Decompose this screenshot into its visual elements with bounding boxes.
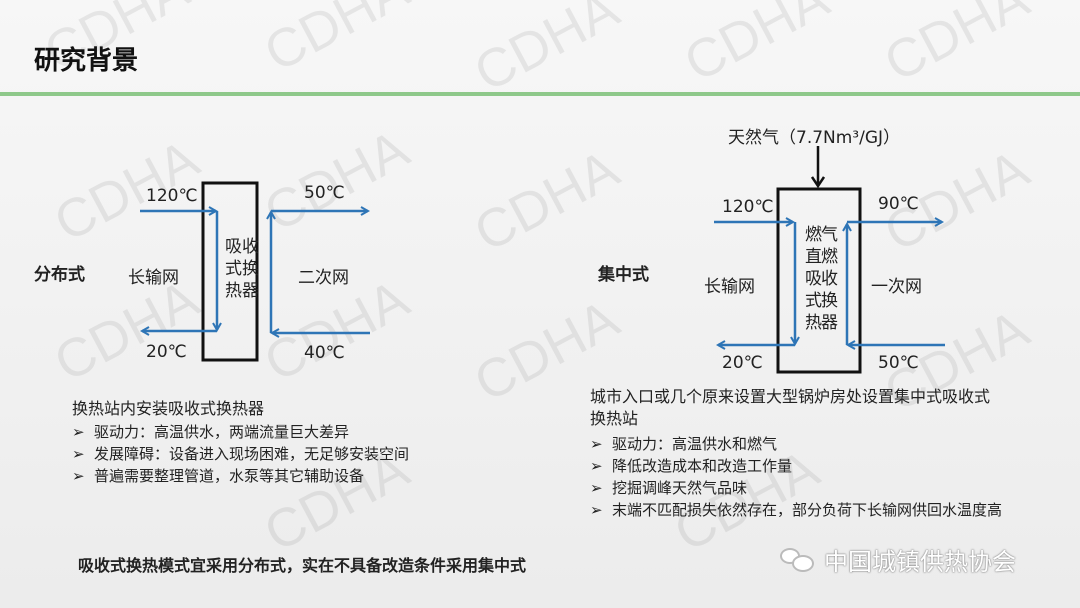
list-item: ➢发展障碍：设备进入现场困难，无足够安装空间 [72, 445, 410, 463]
distributed-label: 分布式 [34, 265, 85, 285]
conclusion: 吸收式换热模式宜采用分布式，实在不具备改造条件采用集中式 [78, 556, 527, 575]
temp-out: 20℃ [722, 353, 763, 373]
gas-label: 天然气（7.7Nm³/GJ） [728, 128, 901, 148]
temp-in: 120℃ [146, 186, 198, 206]
temp-sec-out: 90℃ [878, 194, 919, 214]
list-item: ➢挖掘调峰天然气品味 [590, 479, 748, 497]
long-distance-net: 长输网 [128, 268, 179, 288]
page-title: 研究背景 [34, 46, 139, 76]
long-distance-net: 长输网 [704, 277, 755, 297]
list-item: ➢普遍需要整理管道，水泵等其它辅助设备 [72, 467, 365, 485]
temp-sec-out: 50℃ [304, 183, 345, 203]
list-item: ➢末端不匹配损失依然存在，部分负荷下长输网供回水温度高 [590, 501, 1003, 519]
primary-net: 一次网 [871, 277, 922, 297]
title-divider [0, 92, 1080, 96]
list-item: ➢降低改造成本和改造工作量 [590, 457, 793, 475]
list-item: ➢驱动力：高温供水和燃气 [590, 435, 778, 453]
centralized-label: 集中式 [598, 265, 649, 285]
exchanger-box-right [776, 187, 862, 374]
secondary-net: 二次网 [298, 268, 349, 288]
wechat-icon [780, 546, 816, 574]
box-label: 吸收式换热器 [225, 237, 259, 301]
temp-sec-in: 40℃ [304, 343, 345, 363]
temp-sec-in: 50℃ [878, 353, 919, 373]
list-item: ➢驱动力：高温供水，两端流量巨大差异 [72, 423, 350, 441]
footer-brand: 中国城镇供热协会 [780, 542, 1016, 577]
temp-out: 20℃ [146, 342, 187, 362]
temp-in: 120℃ [722, 197, 774, 217]
left-heading: 换热站内安装吸收式换热器 [72, 399, 265, 418]
right-heading: 城市入口或几个原来设置大型锅炉房处设置集中式吸收式换热站 [590, 387, 991, 428]
exchanger-box-left [201, 181, 259, 362]
box-label: 燃气直燃吸收式换热器 [805, 225, 838, 333]
